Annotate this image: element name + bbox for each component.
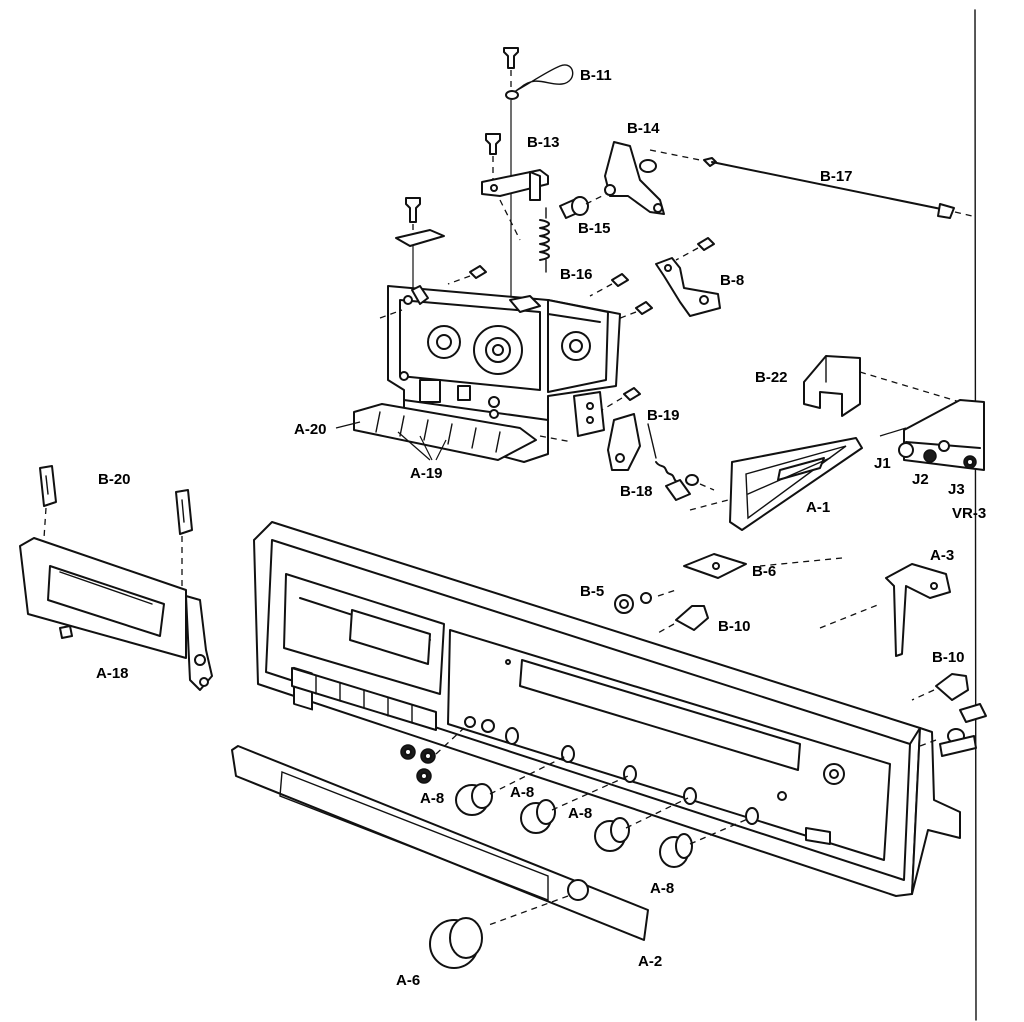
roller-b15 [559,193,607,219]
label-a8-4: A-8 [650,880,674,897]
label-b13: B-13 [527,134,560,151]
clip-b20-left [39,465,57,539]
screw-b13 [485,133,501,182]
tray-a20 [353,403,537,461]
spring-loop-b11 [505,64,574,100]
label-b10-center: B-10 [718,618,751,635]
label-b6: B-6 [752,563,776,580]
bracket-b13 [481,169,549,201]
page-edge-line [974,9,977,1021]
label-b17: B-17 [820,168,853,185]
label-a20: A-20 [294,421,327,438]
screw-mech-1 [447,265,487,285]
label-a8-3: A-8 [568,805,592,822]
knob-a8-1 [455,755,567,816]
label-b11: B-11 [580,67,612,84]
label-b20: B-20 [98,471,131,488]
label-a19: A-19 [410,465,443,482]
a19-pointer-lines [397,431,447,461]
label-b16: B-16 [560,266,593,283]
screw-b11 [503,47,519,92]
washer-b5 [614,592,652,614]
trim-strip-a2 [231,745,649,941]
label-j2: J2 [912,471,929,488]
label-j1: J1 [874,455,891,472]
nut-set [400,727,465,784]
knob-a8-2 [520,775,629,834]
label-a18: A-18 [96,665,129,682]
knob-a8-4 [659,817,751,868]
label-b8: B-8 [720,272,744,289]
label-a2: A-2 [638,953,662,970]
label-vr3: VR-3 [952,505,986,522]
bracket-b22 [803,355,961,417]
spring-b18 [655,461,715,501]
label-b10-right: B-10 [932,649,965,666]
label-b5: B-5 [580,583,604,600]
label-a3: A-3 [930,547,954,564]
screw-b19 [601,387,641,411]
label-j3: J3 [948,481,965,498]
label-a1: A-1 [806,499,830,516]
knob-a8-3 [594,797,689,852]
right-edge-hardware [919,703,987,757]
bracket-b8 [655,257,721,317]
plate-b6 [683,553,747,579]
label-b15: B-15 [578,220,611,237]
label-b22: B-22 [755,369,788,386]
screw-mech-2 [589,273,629,297]
screw-b10-right [911,673,969,701]
knob-a6 [429,917,483,969]
label-a8-1: A-8 [420,790,444,807]
screw-b10-center [655,605,709,635]
label-a8-2: A-8 [510,784,534,801]
screw-b8 [675,237,715,261]
label-b14: B-14 [627,120,660,137]
door-a18 [19,537,213,691]
label-b19: B-19 [647,407,680,424]
jack-board [898,399,985,471]
screw-plate-mechanism [395,197,445,290]
front-panel-chassis [253,521,961,897]
spring-b16 [539,207,550,273]
label-b18: B-18 [620,483,653,500]
rod-b17 [649,149,973,219]
side-panel-a1 [689,437,863,531]
bracket-b19 [607,413,657,471]
lever-b14 [604,141,665,215]
clip-b20-right [175,489,193,586]
bracket-a3 [819,563,951,657]
label-a6: A-6 [396,972,420,989]
